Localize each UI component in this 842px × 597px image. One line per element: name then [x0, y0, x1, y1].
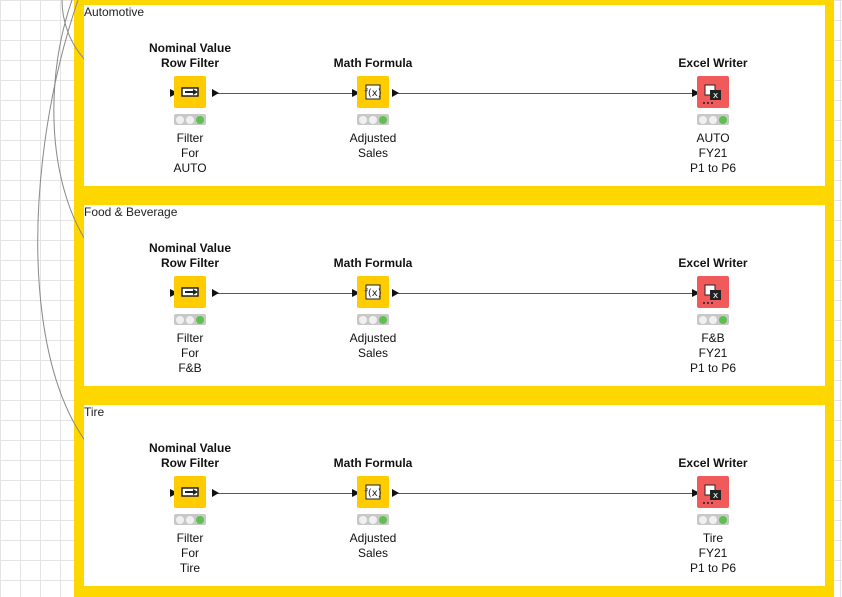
node-status-lights [357, 314, 389, 325]
panel-title: Food & Beverage [84, 205, 178, 219]
node-title-line2: Row Filter [160, 256, 219, 270]
node-title: Excel Writer [643, 441, 783, 471]
connection-filter-to-math[interactable] [213, 93, 353, 94]
svg-text:f(x): f(x) [364, 488, 381, 499]
math-formula-icon[interactable]: f(x) [357, 276, 389, 308]
node-title-line1: Nominal Value [148, 41, 232, 55]
math-formula-icon[interactable]: f(x) [357, 476, 389, 508]
output-port-icon[interactable] [212, 289, 219, 297]
node-status-lights [697, 314, 729, 325]
output-port-icon[interactable] [392, 289, 399, 297]
node-title-line2: Excel Writer [678, 56, 748, 70]
node-title: Nominal Value Row Filter [120, 41, 260, 71]
excel-writer-icon[interactable]: x [697, 76, 729, 108]
node-title-line2: Excel Writer [678, 256, 748, 270]
node-title: Excel Writer [643, 41, 783, 71]
node-title-line2: Excel Writer [678, 456, 748, 470]
excel-writer-icon[interactable]: x [697, 476, 729, 508]
node-title: Nominal Value Row Filter [120, 441, 260, 471]
connection-math-to-writer[interactable] [393, 93, 693, 94]
input-port-arrow-icon [352, 89, 360, 97]
row-filter-icon[interactable] [174, 76, 206, 108]
input-port-arrow-icon [352, 489, 360, 497]
node-status-lights [357, 114, 389, 125]
node-status-lights [697, 114, 729, 125]
math-formula-icon[interactable]: f(x) [357, 76, 389, 108]
svg-text:x: x [713, 91, 719, 101]
node-title-line2: Math Formula [333, 456, 413, 470]
input-port-arrow-icon [692, 289, 700, 297]
node-title: Nominal Value Row Filter [120, 241, 260, 271]
node-status-lights [174, 314, 206, 325]
connection-filter-to-math[interactable] [213, 293, 353, 294]
svg-text:x: x [713, 291, 719, 301]
panel-title: Tire [84, 405, 105, 419]
node-title: Math Formula [303, 241, 443, 271]
output-port-icon[interactable] [392, 89, 399, 97]
input-port-arrow-icon [692, 89, 700, 97]
node-title: Math Formula [303, 441, 443, 471]
output-port-icon[interactable] [212, 89, 219, 97]
node-status-lights [697, 514, 729, 525]
node-status-lights [357, 514, 389, 525]
svg-text:x: x [713, 491, 719, 501]
svg-text:f(x): f(x) [364, 88, 381, 99]
panel-title: Automotive [84, 5, 145, 19]
connection-math-to-writer[interactable] [393, 493, 693, 494]
excel-writer-icon[interactable]: x [697, 276, 729, 308]
node-title-line2: Math Formula [333, 256, 413, 270]
connection-filter-to-math[interactable] [213, 493, 353, 494]
input-port-arrow-icon [692, 489, 700, 497]
node-title-line1: Nominal Value [148, 441, 232, 455]
node-title: Excel Writer [643, 241, 783, 271]
node-title: Math Formula [303, 41, 443, 71]
output-port-icon[interactable] [392, 489, 399, 497]
node-title-line2: Row Filter [160, 456, 219, 470]
node-status-lights [174, 114, 206, 125]
row-filter-icon[interactable] [174, 476, 206, 508]
input-port-arrow-icon [352, 289, 360, 297]
output-port-icon[interactable] [212, 489, 219, 497]
node-status-lights [174, 514, 206, 525]
node-title-line2: Row Filter [160, 56, 219, 70]
svg-text:f(x): f(x) [364, 288, 381, 299]
connection-math-to-writer[interactable] [393, 293, 693, 294]
row-filter-icon[interactable] [174, 276, 206, 308]
node-title-line2: Math Formula [333, 56, 413, 70]
node-title-line1: Nominal Value [148, 241, 232, 255]
